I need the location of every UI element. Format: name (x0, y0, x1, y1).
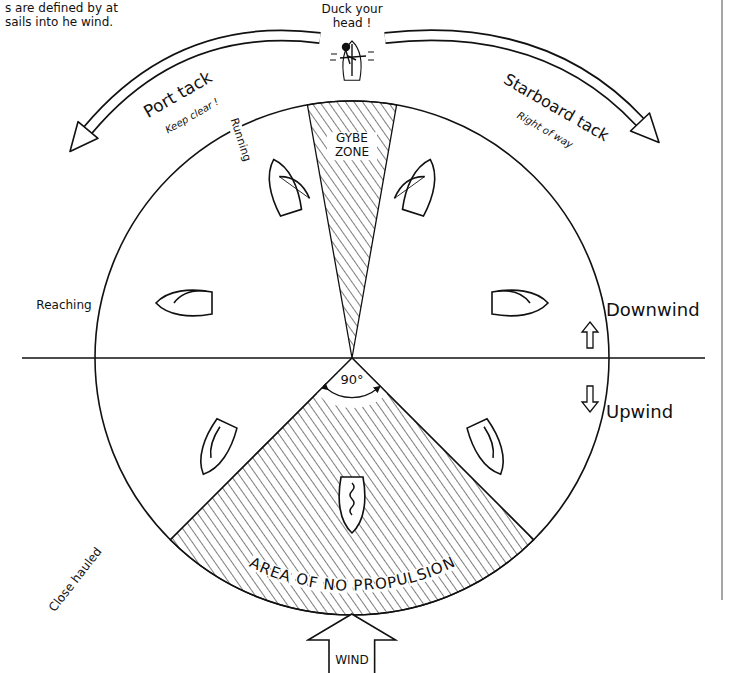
drawing-line (351, 44, 352, 76)
drawing-path (279, 170, 309, 205)
drawing-use (401, 155, 443, 216)
drawing-use (343, 41, 361, 80)
letter: P (353, 578, 362, 593)
drawing-path (206, 426, 225, 457)
drawing-line (721, 0, 723, 600)
drawing-use (156, 290, 212, 316)
drawing-g (339, 477, 365, 533)
letter (348, 578, 353, 593)
drawing-line (22, 357, 705, 358)
drawing-use (192, 418, 239, 480)
zone-label: GYBE ZONE (327, 132, 377, 160)
letter: O (374, 576, 388, 592)
point-of-sail: Running (226, 115, 253, 166)
drawing-path (170, 358, 533, 615)
arrow-text: WIND (306, 653, 398, 667)
letter: O (335, 578, 348, 594)
drawing-circle (343, 44, 350, 51)
drawing-polygon (70, 122, 98, 152)
drawing-use (492, 290, 548, 316)
drawing-g (156, 290, 212, 316)
wind-arrow: WIND (306, 612, 398, 673)
drawing-line (279, 170, 309, 205)
drawing-polygon (582, 322, 598, 348)
direction-label: Upwind (606, 402, 673, 423)
drawing-path (88, 35, 320, 130)
drawing-g (492, 290, 548, 316)
drawing-path (326, 388, 378, 398)
drawing-path (395, 170, 425, 205)
drawing-path (170, 358, 533, 540)
drawing-line (395, 170, 425, 205)
drawing-g (392, 153, 442, 217)
drawing-use (262, 155, 304, 216)
drawing-line (340, 56, 366, 58)
warning-note: Duck your head ! (317, 3, 387, 31)
drawing-g (465, 418, 512, 480)
drawing-path (350, 483, 354, 515)
letter: N (323, 577, 336, 593)
point-of-sail: Reaching (36, 299, 91, 313)
drawing-path (498, 291, 530, 303)
drawing-g (343, 41, 361, 80)
drawing-path (480, 426, 499, 457)
drawing-path (307, 101, 396, 358)
angle-label: 90° (338, 373, 365, 388)
drawing-path (174, 291, 206, 303)
drawing-g (192, 418, 239, 480)
drawing-path (346, 51, 356, 64)
drawing-polygon (631, 113, 660, 143)
drawing-use (339, 477, 365, 533)
point-of-sail: Close hauled (47, 545, 106, 614)
intro-note: s are defined by at sails into he wind. (5, 2, 123, 30)
letter: R (363, 578, 375, 594)
drawing-use (465, 418, 512, 480)
drawing-g (330, 44, 374, 77)
drawing-g (262, 153, 312, 217)
drawing-path (88, 35, 320, 130)
direction-label: Downwind (606, 300, 700, 321)
drawing-path (330, 52, 374, 60)
drawing-polygon (582, 386, 598, 412)
